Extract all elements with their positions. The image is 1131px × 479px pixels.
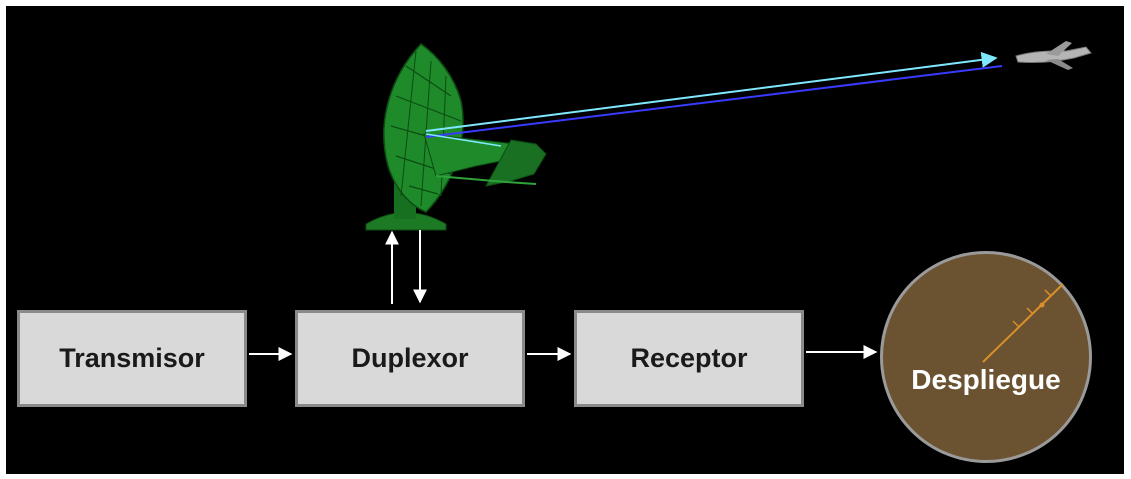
- display-sweep: [982, 283, 1064, 363]
- diagram-graphics: [249, 41, 1092, 361]
- return-beam: [425, 65, 1003, 138]
- transmitter-block: Transmisor: [17, 310, 247, 407]
- display-label: Despliegue: [911, 364, 1061, 395]
- duplexer-block: Duplexor: [295, 310, 525, 407]
- outgoing-beam: [425, 51, 998, 132]
- transmitter-label: Transmisor: [59, 343, 205, 373]
- duplexer-label: Duplexor: [351, 343, 469, 373]
- receiver-block: Receptor: [574, 310, 804, 407]
- diagram-background: Transmisor Duplexor Receptor Despliegue: [6, 6, 1124, 474]
- radar-antenna-icon: [365, 43, 547, 231]
- aircraft-icon: [1015, 41, 1092, 70]
- receiver-label: Receptor: [630, 343, 748, 373]
- display-scope: Despliegue: [880, 251, 1092, 463]
